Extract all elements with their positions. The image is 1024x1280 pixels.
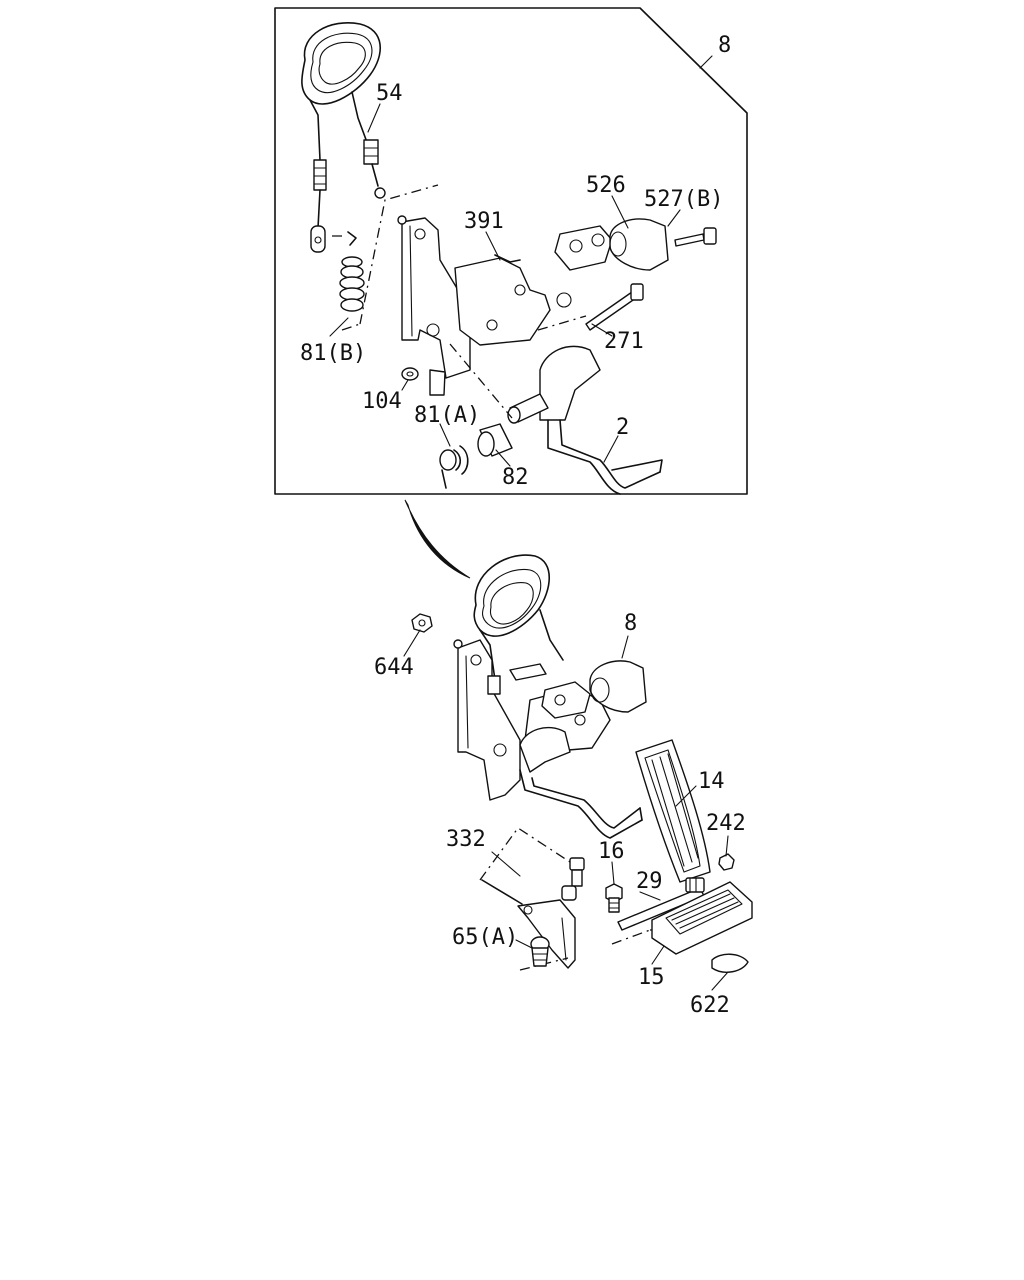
bolt-527b — [674, 227, 717, 247]
main-assembly — [411, 554, 753, 973]
callout-29: 29 — [636, 869, 663, 894]
main-bracket — [453, 639, 521, 801]
bolt-16 — [605, 883, 623, 913]
washer — [401, 367, 419, 381]
callout-526: 526 — [586, 173, 626, 198]
callout-54: 54 — [376, 81, 403, 106]
pedal-lever-arm — [539, 345, 663, 495]
main-lever-arm — [519, 727, 643, 839]
floor-pad — [711, 953, 749, 973]
callout-81-a: 81(A) — [414, 403, 480, 428]
leader-lines — [329, 55, 729, 991]
throttle-bracket — [397, 215, 471, 396]
bushing — [477, 393, 549, 457]
detail-inset-frame — [274, 7, 748, 495]
callout-14: 14 — [698, 769, 725, 794]
detail-inset — [274, 7, 748, 495]
nut-644 — [411, 613, 433, 633]
long-bolt — [585, 283, 644, 331]
actuator-526 — [554, 218, 669, 271]
pedal-stop-bracket — [479, 827, 585, 971]
callout-15: 15 — [638, 965, 665, 990]
main-cable-loop — [473, 554, 564, 681]
callouts: 8 54 526 527(B) 391 81(B) 271 104 81(A) … — [300, 33, 746, 1018]
callout-81-b: 81(B) — [300, 341, 366, 366]
spring-clip — [439, 445, 469, 489]
callout-271: 271 — [604, 329, 644, 354]
nut-242 — [718, 853, 735, 871]
cable-loop-handle — [301, 22, 386, 253]
assembly-arrow — [404, 499, 471, 579]
callout-644: 644 — [374, 655, 414, 680]
link-lever — [454, 254, 572, 346]
callout-391: 391 — [464, 209, 504, 234]
return-spring — [339, 231, 365, 312]
callout-332: 332 — [446, 827, 486, 852]
callout-622: 622 — [690, 993, 730, 1018]
callout-16: 16 — [598, 839, 625, 864]
screw-65a — [530, 936, 550, 967]
callout-8-main: 8 — [624, 611, 637, 636]
callout-82: 82 — [502, 465, 529, 490]
callout-65-a: 65(A) — [452, 925, 518, 950]
callout-527-b: 527(B) — [644, 187, 723, 212]
callout-104: 104 — [362, 389, 402, 414]
pedal-base — [651, 881, 753, 955]
callout-8-detail: 8 — [718, 33, 731, 58]
accelerator-pedal — [635, 739, 711, 883]
callout-242: 242 — [706, 811, 746, 836]
callout-2: 2 — [616, 415, 629, 440]
